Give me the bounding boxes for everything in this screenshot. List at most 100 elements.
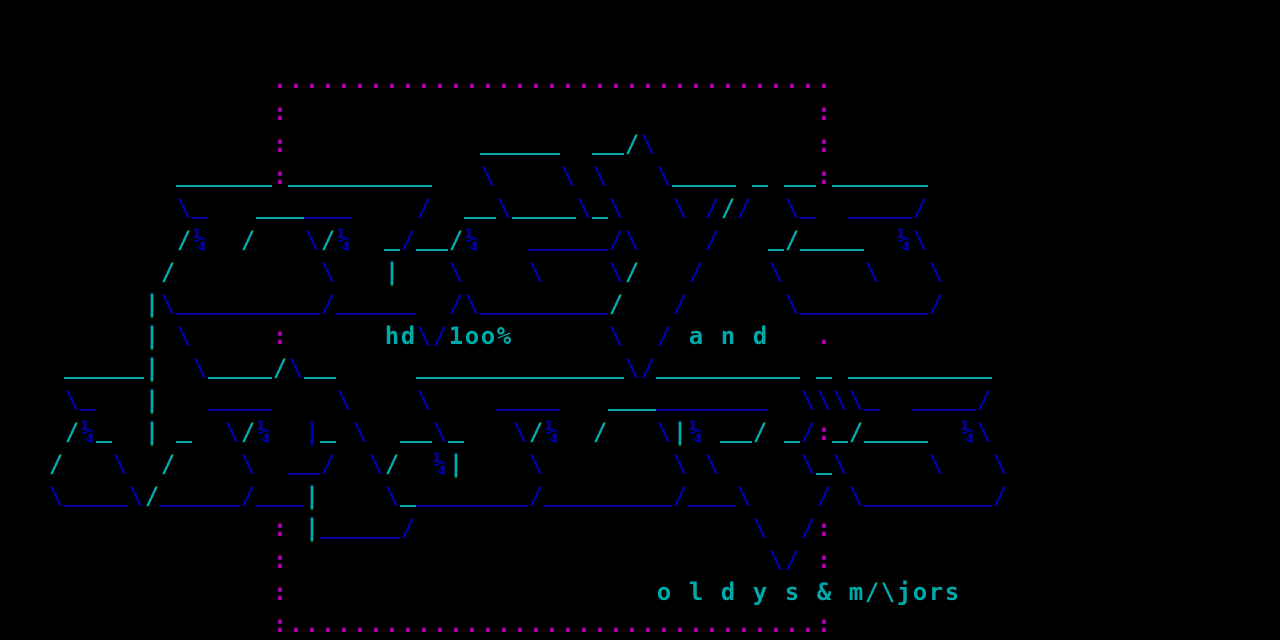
ansi-char: _ bbox=[272, 288, 288, 320]
ansi-blank bbox=[0, 576, 16, 608]
ansi-blank bbox=[32, 288, 48, 320]
ansi-blank bbox=[48, 384, 64, 416]
ansi-char: ¼ bbox=[464, 226, 480, 254]
ansi-blank bbox=[144, 256, 160, 288]
ansi-blank bbox=[128, 256, 144, 288]
ansi-blank bbox=[368, 128, 384, 160]
ansi-char: . bbox=[512, 610, 528, 638]
ansi-char: . bbox=[384, 610, 400, 638]
ansi-blank bbox=[624, 192, 640, 224]
ansi-blank bbox=[448, 160, 464, 192]
ansi-char: _ bbox=[896, 192, 912, 224]
ansi-blank bbox=[480, 96, 496, 128]
ansi-blank bbox=[240, 64, 256, 96]
ansi-char: . bbox=[528, 66, 544, 94]
ansi-char: _ bbox=[608, 352, 624, 384]
ansi-char: \ bbox=[288, 354, 304, 382]
ansi-blank bbox=[288, 576, 304, 608]
ansi-blank bbox=[640, 96, 656, 128]
ansi-blank bbox=[160, 64, 176, 96]
ansi-blank bbox=[304, 256, 320, 288]
ansi-blank bbox=[256, 448, 272, 480]
ansi-char: / bbox=[160, 258, 176, 286]
ansi-char: _ bbox=[384, 512, 400, 544]
ansi-blank bbox=[304, 320, 320, 352]
ansi-char: \ bbox=[976, 418, 992, 446]
ansi-blank bbox=[512, 224, 528, 256]
ansi-blank bbox=[624, 544, 640, 576]
ansi-blank bbox=[256, 64, 272, 96]
ansi-char: _ bbox=[592, 352, 608, 384]
ansi-char: _ bbox=[544, 128, 560, 160]
ansi-blank bbox=[144, 224, 160, 256]
ansi-char: _ bbox=[976, 480, 992, 512]
ansi-blank bbox=[96, 384, 112, 416]
ansi-blank bbox=[688, 544, 704, 576]
ansi-char: / bbox=[800, 514, 816, 542]
ansi-char: / bbox=[240, 418, 256, 446]
ansi-char: \ bbox=[592, 162, 608, 190]
ansi-char: m bbox=[848, 578, 864, 606]
ansi-blank bbox=[176, 384, 192, 416]
ansi-blank bbox=[256, 128, 272, 160]
ansi-char: / bbox=[704, 226, 720, 254]
ansi-char: _ bbox=[512, 192, 528, 224]
ansi-char: _ bbox=[400, 480, 416, 512]
ansi-char: _ bbox=[800, 288, 816, 320]
ansi-char: _ bbox=[784, 160, 800, 192]
ansi-char: n bbox=[720, 322, 736, 350]
ansi-blank bbox=[112, 384, 128, 416]
ansi-blank bbox=[576, 96, 592, 128]
ansi-blank bbox=[176, 64, 192, 96]
ansi-char: _ bbox=[720, 160, 736, 192]
ansi-char: | bbox=[144, 354, 160, 382]
ansi-blank bbox=[288, 384, 304, 416]
ansi-char: \ bbox=[656, 418, 672, 446]
ansi-char: h bbox=[384, 322, 400, 350]
ansi-char: _ bbox=[240, 288, 256, 320]
ansi-char: _ bbox=[864, 192, 880, 224]
ansi-char: | bbox=[144, 386, 160, 414]
ansi-blank bbox=[672, 512, 688, 544]
ansi-blank bbox=[128, 288, 144, 320]
ansi-char: . bbox=[432, 66, 448, 94]
ansi-char: _ bbox=[864, 416, 880, 448]
ansi-char: ¼ bbox=[336, 226, 352, 254]
ansi-blank bbox=[480, 256, 496, 288]
ansi-char: \ bbox=[240, 450, 256, 478]
ansi-blank bbox=[400, 96, 416, 128]
ansi-char: . bbox=[672, 66, 688, 94]
ansi-char: ¼ bbox=[544, 418, 560, 446]
ansi-char: _ bbox=[400, 416, 416, 448]
ansi-blank bbox=[464, 512, 480, 544]
ansi-char: _ bbox=[592, 224, 608, 256]
ansi-blank bbox=[352, 224, 368, 256]
ansi-char: _ bbox=[912, 480, 928, 512]
ansi-char: \ bbox=[624, 354, 640, 382]
ansi-char: _ bbox=[896, 352, 912, 384]
ansi-char: _ bbox=[288, 192, 304, 224]
ansi-blank bbox=[704, 288, 720, 320]
ansi-blank bbox=[304, 544, 320, 576]
ansi-blank bbox=[304, 96, 320, 128]
ansi-blank bbox=[448, 384, 464, 416]
ansi-blank bbox=[192, 320, 208, 352]
ansi-blank bbox=[560, 384, 576, 416]
ansi-blank bbox=[64, 160, 80, 192]
ansi-blank bbox=[48, 288, 64, 320]
ansi-blank bbox=[336, 448, 352, 480]
ansi-row: /¼_ | _ \/¼ |_ \ __\_ \/¼ / \|¼ __/ _/:_… bbox=[0, 416, 1280, 448]
ansi-blank bbox=[512, 576, 528, 608]
ansi-blank bbox=[128, 576, 144, 608]
ansi-char: / bbox=[704, 194, 720, 222]
ansi-char: _ bbox=[336, 288, 352, 320]
ansi-blank bbox=[144, 128, 160, 160]
ansi-char: \ bbox=[704, 450, 720, 478]
ansi-char: _ bbox=[752, 352, 768, 384]
ansi-row: / \ | \ \ \/ / \ \ \ bbox=[0, 256, 1280, 288]
ansi-blank bbox=[384, 352, 400, 384]
ansi-blank bbox=[64, 576, 80, 608]
ansi-char: . bbox=[768, 66, 784, 94]
ansi-blank bbox=[256, 608, 272, 640]
ansi-char: _ bbox=[224, 288, 240, 320]
